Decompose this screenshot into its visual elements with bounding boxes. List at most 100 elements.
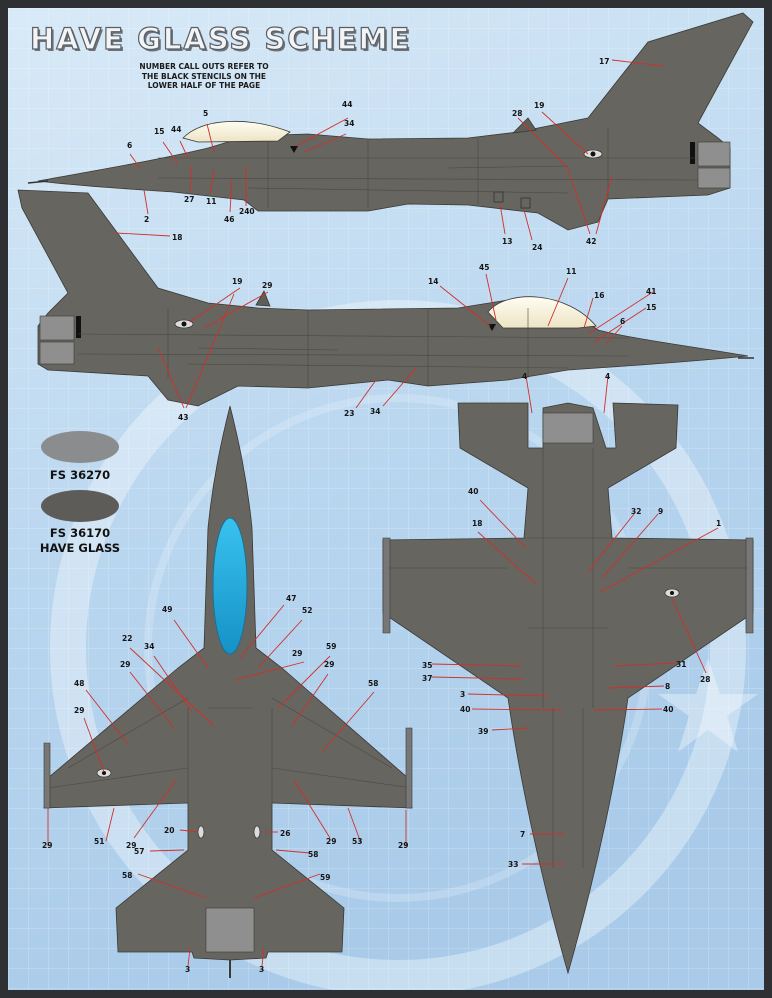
leader-lines xyxy=(47,59,719,967)
callout: 5 xyxy=(203,109,208,118)
callout: 49 xyxy=(162,605,172,614)
callout: 29 xyxy=(126,841,136,850)
callout: 13 xyxy=(502,237,512,246)
callout: 35 xyxy=(422,661,432,670)
callout: 29 xyxy=(74,706,84,715)
callouts-top: 47 49 52 22 34 29 59 29 48 29 58 29 29 2… xyxy=(42,594,408,974)
color-swatch-fs36270 xyxy=(41,431,119,463)
callout: 18 xyxy=(472,519,482,528)
callouts-side-left: 18 19 29 43 45 14 11 16 41 15 6 23 34 xyxy=(172,233,656,422)
callout: 28 xyxy=(700,675,710,684)
bottom-nozzle xyxy=(542,412,594,444)
callout: 15 xyxy=(154,127,164,136)
callout: 31 xyxy=(676,660,686,669)
canopy-right xyxy=(182,120,291,143)
callout: 19 xyxy=(534,101,544,110)
callout: 40 xyxy=(468,487,478,496)
decal-sheet: HAVE GLASS SCHEME NUMBER CALL OUTS REFER… xyxy=(8,8,764,990)
callout: 46 xyxy=(224,215,234,224)
callout: 53 xyxy=(352,837,362,846)
callout: 29 xyxy=(324,660,334,669)
callout: 58 xyxy=(308,850,318,859)
top-nozzle xyxy=(205,907,255,953)
callout: 29 xyxy=(42,841,52,850)
callout: 16 xyxy=(594,291,604,300)
callout: 6 xyxy=(127,141,132,150)
callout: 48 xyxy=(74,679,84,688)
callout: 3 xyxy=(460,690,465,699)
callout: 28 xyxy=(512,109,522,118)
callout: 18 xyxy=(172,233,182,242)
callout: 40 xyxy=(460,705,470,714)
callout: 44 xyxy=(342,100,352,109)
callout: 3 xyxy=(259,965,264,974)
callout: 45 xyxy=(479,263,489,272)
swatch-sublabel: HAVE GLASS xyxy=(39,541,121,555)
star-watermark xyxy=(658,658,758,752)
callout: 34 xyxy=(370,407,380,416)
callout: 34 xyxy=(144,642,154,651)
callout: 15 xyxy=(646,303,656,312)
callout: 20 xyxy=(164,826,174,835)
callouts-side-right: 44 34 5 44 15 6 27 11 46 240 2 28 19 17 … xyxy=(127,57,609,252)
callout: 7 xyxy=(520,830,525,839)
side-profile-right xyxy=(27,12,754,231)
callout: 39 xyxy=(478,727,488,736)
callout: 29 xyxy=(120,660,130,669)
callout: 27 xyxy=(184,195,194,204)
callout: 42 xyxy=(586,237,596,246)
callout: 19 xyxy=(232,277,242,286)
callout: 32 xyxy=(631,507,641,516)
callout-note: NUMBER CALL OUTS REFER TO THE BLACK STEN… xyxy=(139,62,269,90)
callout: 47 xyxy=(286,594,296,603)
callout: 23 xyxy=(344,409,354,418)
callout: 1 xyxy=(716,519,721,528)
callout: 33 xyxy=(508,860,518,869)
callout: 51 xyxy=(94,837,104,846)
callout: 52 xyxy=(302,606,312,615)
callout: 22 xyxy=(122,634,132,643)
callout: 29 xyxy=(262,281,272,290)
callout: 2 xyxy=(144,215,149,224)
callout: 58 xyxy=(368,679,378,688)
callout: 11 xyxy=(566,267,576,276)
callout: 29 xyxy=(326,837,336,846)
top-view xyxy=(43,405,413,978)
swatch-label: FS 36270 xyxy=(49,468,111,482)
callout: 59 xyxy=(326,642,336,651)
callout: 11 xyxy=(206,197,216,206)
callout: 29 xyxy=(292,649,302,658)
callout: 8 xyxy=(665,682,670,691)
bottom-view xyxy=(382,402,754,975)
color-swatch-fs36170 xyxy=(41,490,119,522)
callout: 14 xyxy=(428,277,438,286)
nozzle-right xyxy=(697,141,731,167)
callout: 17 xyxy=(599,57,609,66)
nozzle-left xyxy=(39,315,75,341)
callout: 40 xyxy=(663,705,673,714)
callout: 59 xyxy=(320,873,330,882)
blue-canopy xyxy=(212,517,248,655)
callout: 4 xyxy=(522,372,527,381)
callout: 26 xyxy=(280,829,290,838)
callout: 9 xyxy=(658,507,663,516)
callout: 240 xyxy=(239,207,255,216)
callout: 43 xyxy=(178,413,188,422)
callout: 29 xyxy=(398,841,408,850)
callout: 37 xyxy=(422,674,432,683)
callout: 34 xyxy=(344,119,354,128)
callout: 4 xyxy=(605,372,610,381)
callout: 57 xyxy=(134,847,144,856)
callout: 44 xyxy=(171,125,181,134)
callout: 58 xyxy=(122,871,132,880)
canopy-left xyxy=(487,296,597,329)
side-profile-left xyxy=(17,189,754,407)
callout: 3 xyxy=(185,965,190,974)
callouts-bottom: 4 4 40 32 9 1 18 28 35 37 31 3 8 40 40 3… xyxy=(422,372,721,869)
callout: 6 xyxy=(620,317,625,326)
page-title: HAVE GLASS SCHEME xyxy=(29,21,412,56)
aircraft-profiles: 44 34 5 44 15 6 27 11 46 240 2 28 19 17 … xyxy=(17,12,754,978)
callout: 24 xyxy=(532,243,542,252)
callout: 41 xyxy=(646,287,656,296)
swatch-label: FS 36170 xyxy=(49,526,111,540)
